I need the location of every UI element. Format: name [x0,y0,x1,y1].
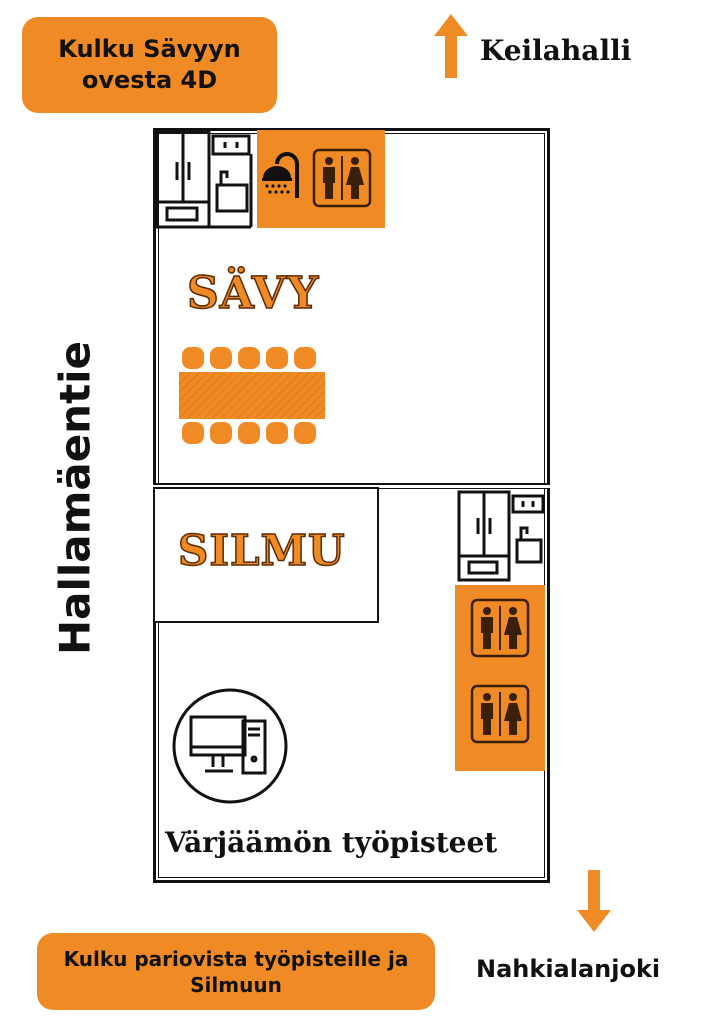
kitchen-icon [155,130,253,229]
room-savy-label: SÄVY [186,267,320,320]
entry-workstations-badge: Kulku pariovista työpisteille ja Silmuun [37,933,435,1010]
silmu-room [153,487,379,623]
restroom-icon [312,148,372,208]
kitchen-icon-2 [457,490,545,582]
south-label: Nahkialanjoki [476,955,661,983]
shower-icon [262,152,299,198]
room-silmu-label: SILMU [177,525,346,576]
street-label: Hallamäentie [50,340,100,656]
arrow-up-icon [434,14,468,78]
workstations-label: Värjäämön työpisteet [165,826,498,859]
restroom-icon-3 [470,684,530,744]
north-label: Keilahalli [480,34,632,67]
meeting-table-icon [179,347,325,444]
entry-savy-badge: Kulku Sävyyn ovesta 4D [22,17,277,113]
arrow-down-icon [577,870,611,932]
computer-icon [172,688,288,804]
restroom-icon-2 [470,598,530,658]
